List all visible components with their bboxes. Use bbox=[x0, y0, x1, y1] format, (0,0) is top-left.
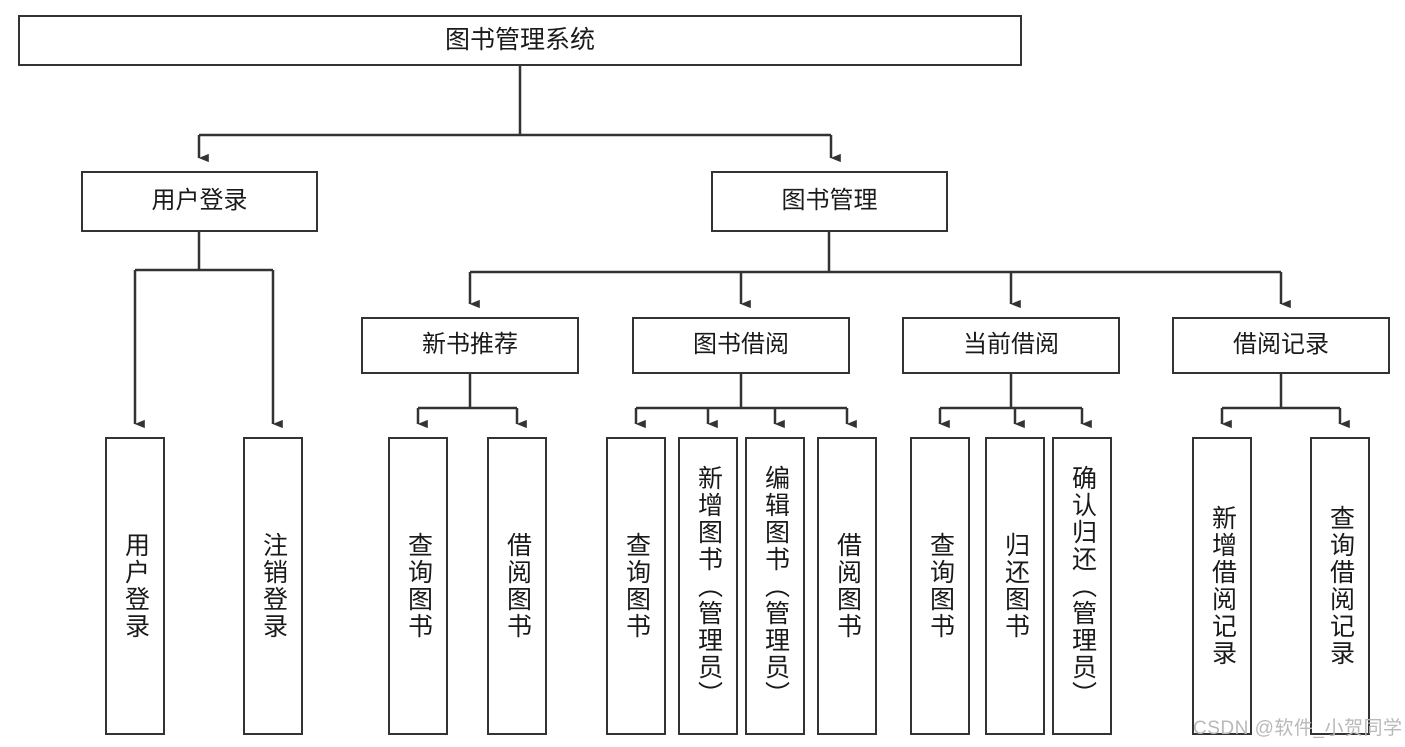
leaf-add-borrow-record-label: 新增借阅记录 bbox=[1208, 505, 1237, 667]
leaf-logout[interactable]: 注销登录 bbox=[243, 437, 303, 735]
node-new-book-recommend-label: 新书推荐 bbox=[422, 331, 518, 359]
leaf-query-borrow-record-label: 查询借阅记录 bbox=[1326, 505, 1355, 667]
node-root[interactable]: 图书管理系统 bbox=[18, 15, 1022, 66]
leaf-add-borrow-record[interactable]: 新增借阅记录 bbox=[1192, 437, 1252, 735]
node-book-borrow-label: 图书借阅 bbox=[693, 331, 789, 359]
leaf-user-login[interactable]: 用户登录 bbox=[105, 437, 165, 735]
node-current-borrow[interactable]: 当前借阅 bbox=[902, 317, 1120, 374]
leaf-query-book-borrow[interactable]: 查询图书 bbox=[606, 437, 666, 735]
leaf-query-borrow-record[interactable]: 查询借阅记录 bbox=[1310, 437, 1370, 735]
leaf-confirm-return-admin[interactable]: 确认归还（管理员） bbox=[1052, 437, 1112, 735]
node-book-borrow[interactable]: 图书借阅 bbox=[632, 317, 850, 374]
node-borrow-record-label: 借阅记录 bbox=[1233, 331, 1329, 359]
leaf-borrow-book-label: 借阅图书 bbox=[833, 532, 862, 640]
leaf-query-book-recommend-label: 查询图书 bbox=[404, 532, 433, 640]
leaf-confirm-return-admin-label: 确认归还（管理员） bbox=[1068, 464, 1097, 708]
leaf-logout-label: 注销登录 bbox=[259, 532, 288, 640]
leaf-return-book-label: 归还图书 bbox=[1001, 532, 1030, 640]
leaf-query-book-recommend[interactable]: 查询图书 bbox=[388, 437, 448, 735]
leaf-borrow-book-recommend-label: 借阅图书 bbox=[503, 532, 532, 640]
leaf-query-book-current-label: 查询图书 bbox=[926, 532, 955, 640]
leaf-edit-book-admin-label: 编辑图书（管理员） bbox=[761, 464, 790, 708]
leaf-borrow-book-recommend[interactable]: 借阅图书 bbox=[487, 437, 547, 735]
watermark: CSDN @软件_小贺同学 bbox=[1193, 718, 1403, 739]
node-root-label: 图书管理系统 bbox=[444, 25, 595, 54]
node-borrow-record[interactable]: 借阅记录 bbox=[1172, 317, 1390, 374]
node-user-login-label: 用户登录 bbox=[151, 187, 248, 215]
leaf-add-book-admin[interactable]: 新增图书（管理员） bbox=[678, 437, 738, 735]
node-book-management-label: 图书管理 bbox=[781, 187, 878, 215]
node-current-borrow-label: 当前借阅 bbox=[963, 331, 1059, 359]
leaf-query-book-current[interactable]: 查询图书 bbox=[910, 437, 970, 735]
leaf-user-login-label: 用户登录 bbox=[121, 532, 150, 640]
leaf-return-book[interactable]: 归还图书 bbox=[985, 437, 1045, 735]
leaf-edit-book-admin[interactable]: 编辑图书（管理员） bbox=[745, 437, 805, 735]
leaf-query-book-borrow-label: 查询图书 bbox=[622, 532, 651, 640]
node-new-book-recommend[interactable]: 新书推荐 bbox=[361, 317, 579, 374]
leaf-add-book-admin-label: 新增图书（管理员） bbox=[694, 464, 723, 708]
node-user-login[interactable]: 用户登录 bbox=[81, 171, 318, 232]
leaf-borrow-book[interactable]: 借阅图书 bbox=[817, 437, 877, 735]
node-book-management[interactable]: 图书管理 bbox=[711, 171, 948, 232]
